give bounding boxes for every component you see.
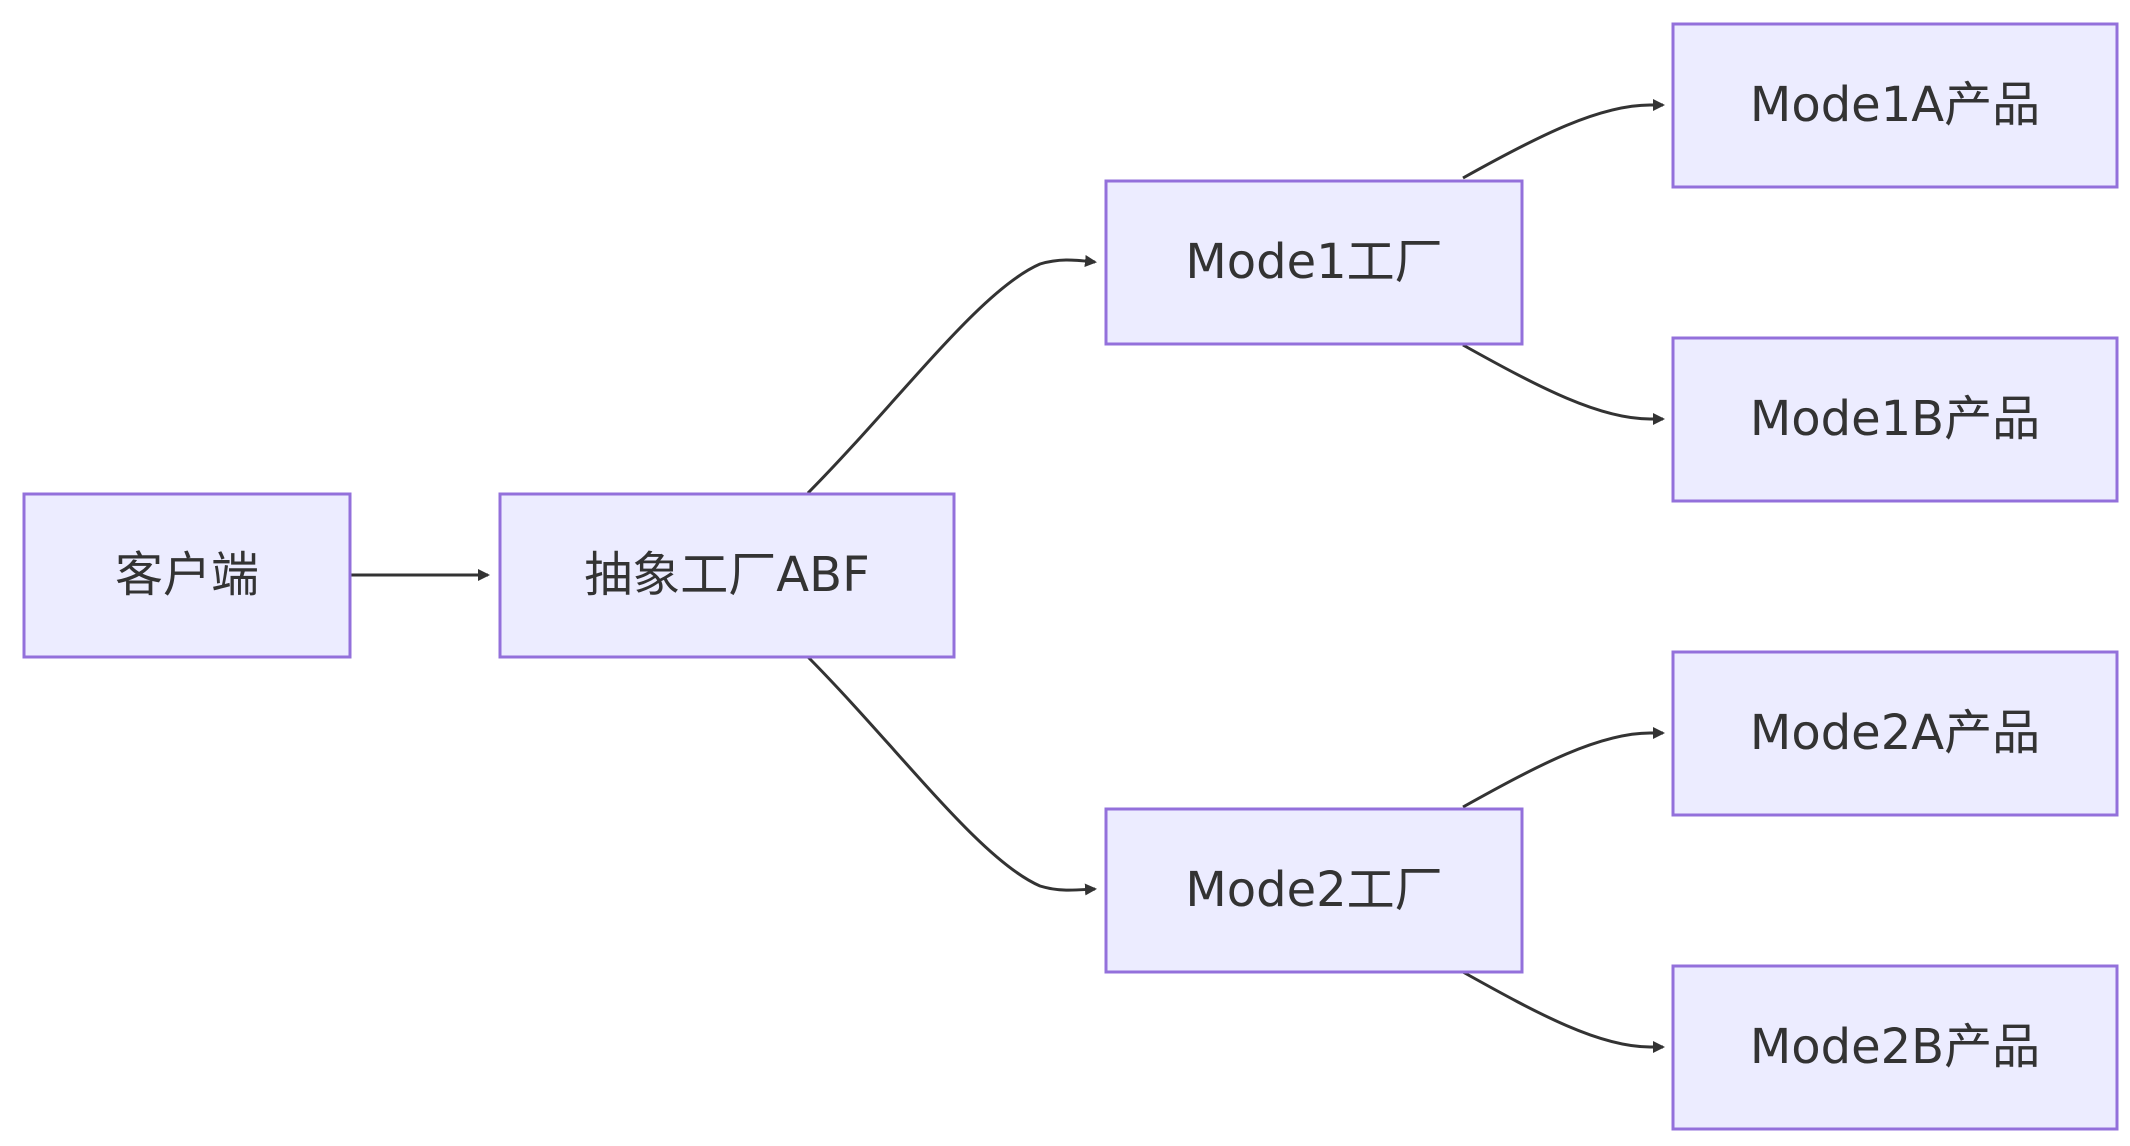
node-mode2-factory: Mode2工厂 bbox=[1104, 807, 1524, 974]
node-mode2b-product-label: Mode2B产品 bbox=[1750, 1019, 2040, 1075]
edge-mode2-factory-to-mode2b-product bbox=[1462, 970, 1665, 1053]
node-mode1b-product-label: Mode1B产品 bbox=[1750, 391, 2040, 447]
node-abstract-factory-label: 抽象工厂ABF bbox=[584, 547, 869, 603]
edge-mode2-factory-to-mode2a-product bbox=[1462, 727, 1665, 809]
node-mode2-factory-label: Mode2工厂 bbox=[1185, 862, 1442, 918]
node-abstract-factory: 抽象工厂ABF bbox=[498, 492, 956, 659]
edge-mode1-factory-to-mode1b-product bbox=[1462, 343, 1665, 425]
edge-abstract-factory-to-mode1-factory bbox=[806, 255, 1097, 495]
node-mode1-factory: Mode1工厂 bbox=[1104, 179, 1524, 346]
node-mode2a-product: Mode2A产品 bbox=[1671, 650, 2119, 817]
node-mode1b-product: Mode1B产品 bbox=[1671, 336, 2119, 503]
node-mode1a-product-label: Mode1A产品 bbox=[1750, 77, 2040, 133]
node-client: 客户端 bbox=[22, 492, 352, 659]
edge-abstract-factory-to-mode2-factory bbox=[806, 655, 1097, 896]
node-mode2b-product: Mode2B产品 bbox=[1671, 964, 2119, 1131]
node-mode2a-product-label: Mode2A产品 bbox=[1750, 705, 2040, 761]
edge-mode1-factory-to-mode1a-product bbox=[1462, 99, 1665, 180]
node-mode1a-product: Mode1A产品 bbox=[1671, 22, 2119, 189]
node-mode1-factory-label: Mode1工厂 bbox=[1185, 234, 1442, 290]
node-client-label: 客户端 bbox=[115, 547, 259, 603]
